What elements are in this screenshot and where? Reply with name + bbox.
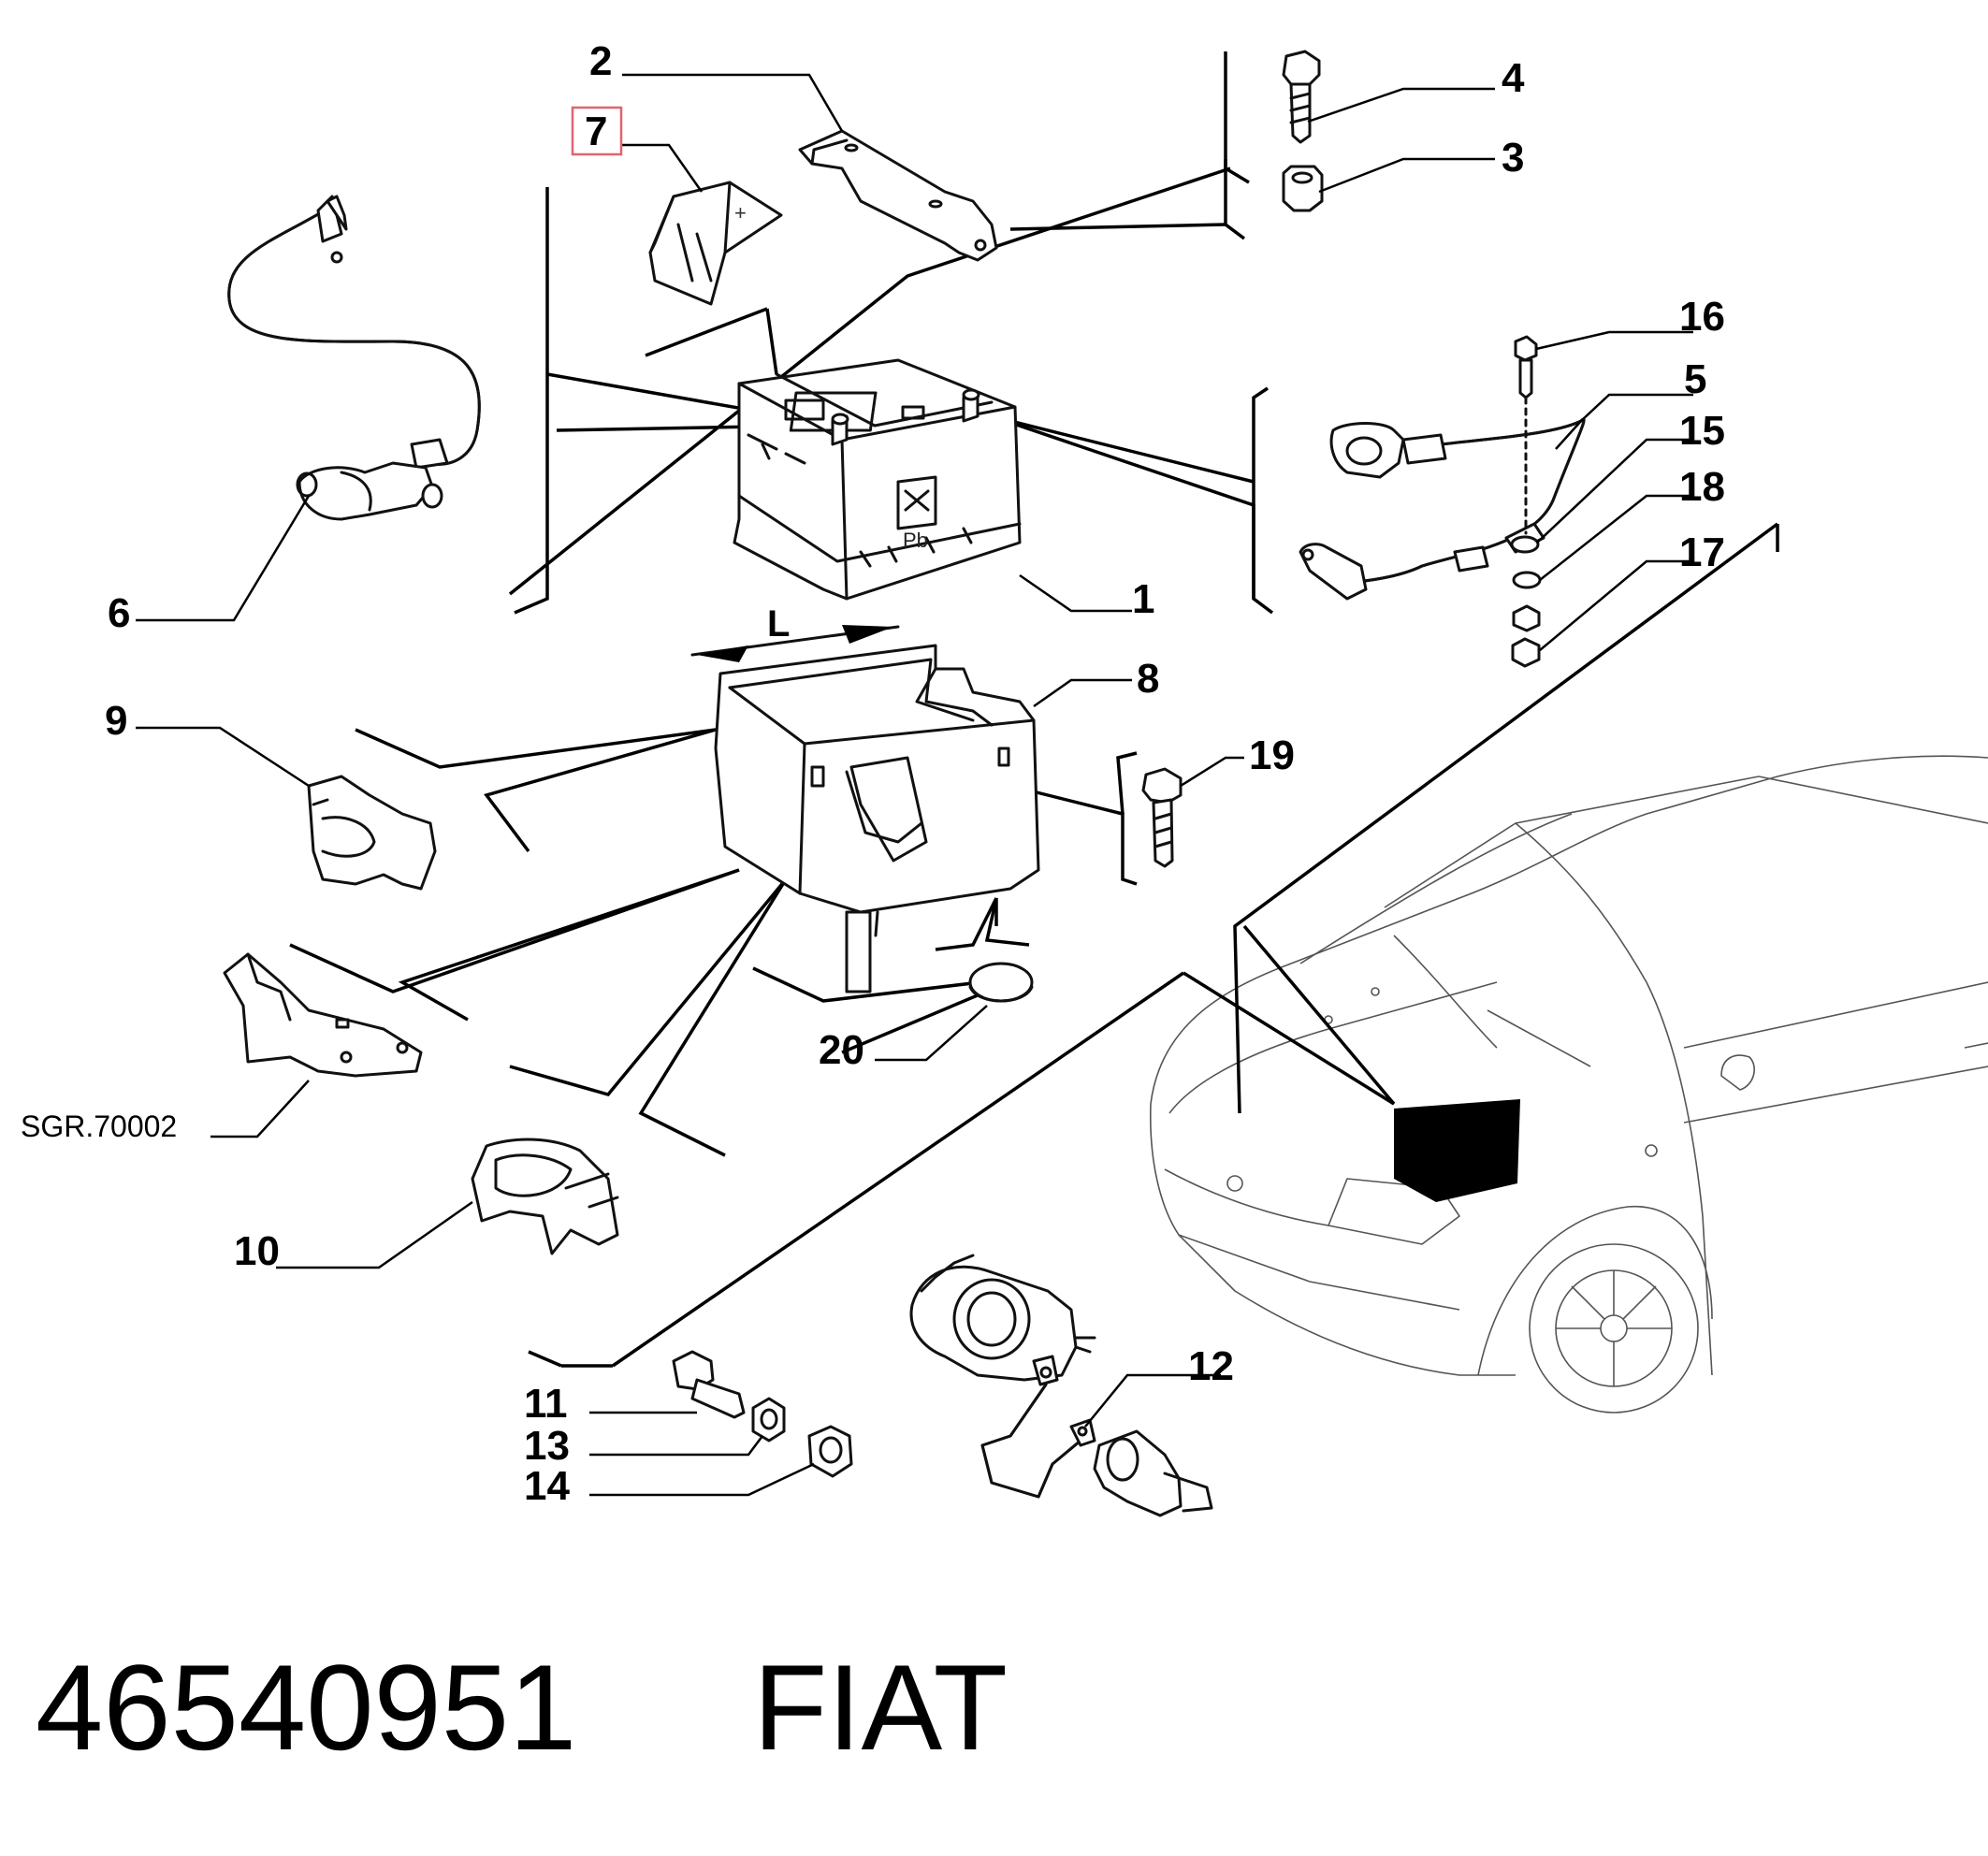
part-2-hold-down-bracket [798,129,998,262]
part-16-bolt [1514,335,1538,535]
callout-12: 12 [1188,1343,1234,1389]
dimension-L-label: L [767,603,790,645]
part-4-bolt [1282,50,1321,144]
callout-5: 5 [1684,356,1706,402]
battery-location-marker [1394,1099,1520,1202]
callout-labels: 1 2 7 4 3 16 5 15 18 17 6 8 9 19 20 SGR.… [21,38,1725,1509]
callout-15: 15 [1679,408,1725,454]
dimension-L: L [690,603,900,662]
callout-10: 10 [234,1228,280,1274]
callout-3: 3 [1502,135,1524,181]
part-20-plug [968,962,1034,1003]
callout-7-highlight [571,106,623,156]
guide-lines [289,51,1779,1368]
part-6-positive-cable [227,195,481,521]
part-13-nut [751,1397,786,1443]
callout-sgr70002: SGR.70002 [21,1109,177,1143]
svg-text:+: + [734,201,747,225]
callout-6: 6 [108,590,130,636]
part-9-clamp [307,775,437,891]
part-1-battery: Pb [733,358,1022,601]
callout-8: 8 [1137,656,1159,702]
callout-14: 14 [524,1463,570,1509]
part-7-terminal-cover: + [648,181,783,306]
part-number: 46540951 [36,1639,576,1776]
leader-lines [136,73,1693,1497]
part-11-bolt [672,1350,746,1419]
footer: 46540951 FIAT [36,1639,1008,1776]
part-18-washer [1512,571,1542,589]
callout-9: 9 [105,698,127,744]
part-12-alternator-cable [909,1254,1213,1517]
part-15-washer [1510,535,1540,554]
callout-16: 16 [1679,294,1725,340]
callout-17: 17 [1679,529,1725,575]
callout-2: 2 [589,38,612,84]
callout-13: 13 [524,1423,570,1469]
callout-1: 1 [1132,576,1154,622]
part-10-cable-holder [471,1138,619,1255]
callout-11: 11 [524,1381,568,1427]
part-18-lockwasher [1512,604,1541,632]
part-sgr70002-bracket [223,952,423,1078]
part-5-ground-cable [1299,417,1586,601]
car-outline [1149,755,1988,1414]
callout-7: 7 [585,109,607,154]
part-19-bolt [1141,767,1183,868]
callout-4: 4 [1502,55,1525,101]
callout-20: 20 [819,1027,864,1073]
callout-18: 18 [1679,464,1725,510]
part-8-battery-tray [714,644,1040,993]
part-14-nut [807,1425,853,1478]
part-3-nut [1282,165,1324,212]
brand-name: FIAT [753,1639,1008,1776]
battery-pb-mark: Pb [903,529,928,552]
part-17-nut [1511,637,1541,668]
callout-19: 19 [1249,732,1295,778]
